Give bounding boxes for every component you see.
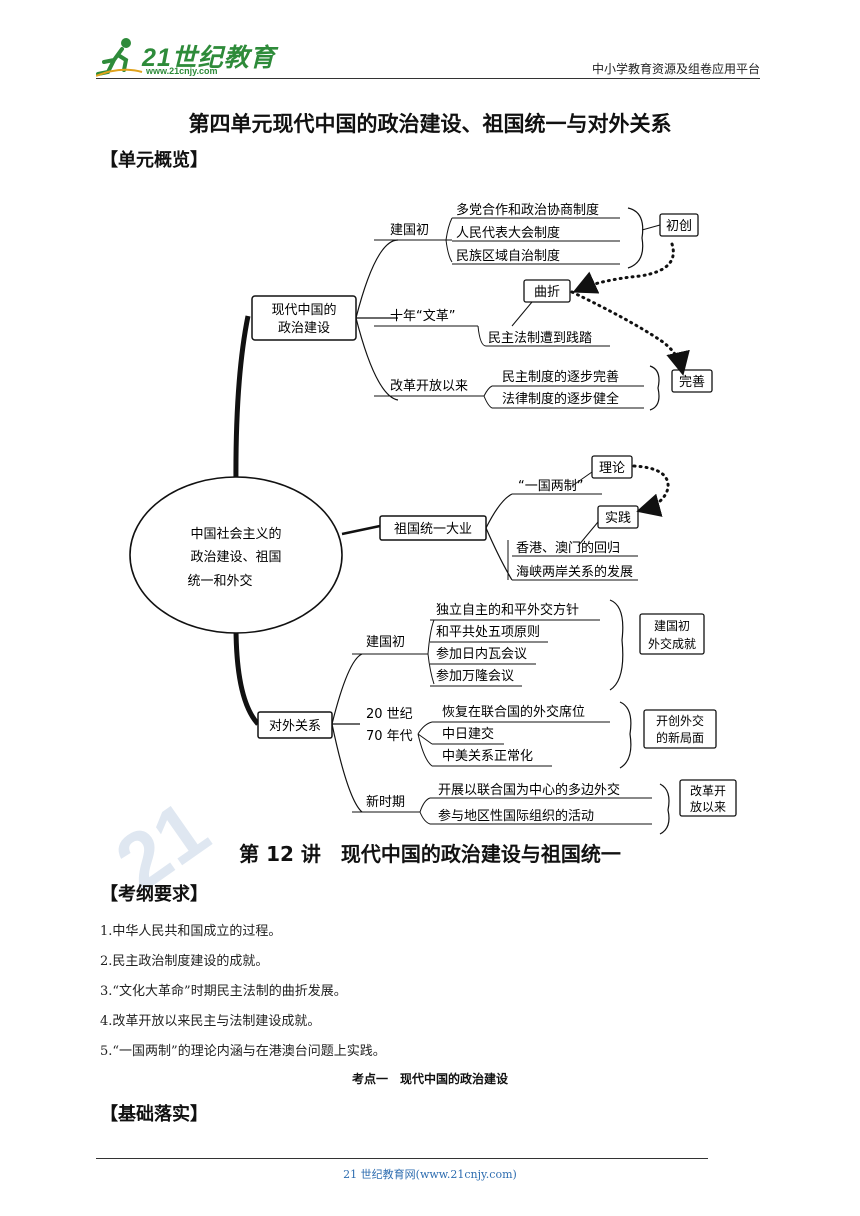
foreign-early-item-3: 参加日内瓦会议 [436, 646, 527, 662]
tag-reform-era [679, 779, 737, 817]
tag-new-situation [643, 709, 717, 749]
foreign-seventies-item-1: 恢复在联合国的外交席位 [442, 704, 585, 720]
foreign-new-label: 新时期 [366, 794, 405, 810]
tag-early-diplomacy [639, 613, 705, 655]
foreign-early-item-4: 参加万隆会议 [436, 668, 514, 684]
overview-heading: 【单元概览】 [100, 150, 208, 171]
politics-reform-label: 改革开放以来 [390, 379, 468, 394]
tag-reform-era-line-2: 放以来 [690, 799, 726, 814]
politics-early-item-3: 民族区域自治制度 [456, 248, 560, 264]
politics-early-label: 建国初 [390, 223, 429, 238]
tag-shijian-text: 实践 [605, 511, 631, 526]
tag-quzhe-text: 曲折 [534, 285, 560, 300]
tag-early-diplomacy-line-1: 建国初 [654, 619, 690, 633]
tag-reform-era-line-1: 改革开 [690, 784, 726, 798]
foreign-seventies-item-3: 中美关系正常化 [442, 749, 533, 764]
requirement-item: 3.“文化大革命”时期民主法制的曲折发展。 [100, 984, 347, 999]
requirement-item: 5.“一国两制”的理论内涵与在港澳台问题上实践。 [100, 1044, 386, 1059]
politics-reform-item-1: 民主制度的逐步完善 [502, 369, 619, 385]
politics-reform-item-2: 法律制度的逐步健全 [502, 391, 619, 407]
tag-lilun-text: 理论 [599, 461, 625, 476]
politics-node-line-1: 现代中国的 [271, 302, 336, 318]
requirement-item: 1.中华人民共和国成立的过程。 [100, 924, 282, 939]
center-line-1: 中国社会主义的 [190, 526, 281, 542]
reunification-policy: “一国两制” [518, 479, 583, 494]
footer-divider [96, 1158, 708, 1159]
site-logo[interactable]: 21世纪教育 www.21cnjy.com [96, 36, 275, 78]
foreign-seventies-item-2: 中日建交 [442, 726, 494, 742]
center-line-2: 政治建设、祖国 [190, 550, 281, 565]
tag-early-diplomacy-line-2: 外交成就 [648, 636, 696, 651]
tag-chuchuang-text: 初创 [666, 219, 692, 234]
politics-early-item-2: 人民代表大会制度 [456, 225, 560, 241]
tag-new-situation-line-1: 开创外交 [656, 713, 704, 728]
tag-new-situation-line-2: 的新局面 [656, 730, 704, 745]
runner-logo-icon [96, 38, 143, 77]
foreign-node-text: 对外关系 [269, 719, 321, 734]
lecture-title: 第 12 讲 现代中国的政治建设与祖国统一 [239, 842, 621, 866]
politics-early-item-1: 多党合作和政治协商制度 [456, 202, 599, 218]
center-node [129, 476, 343, 634]
tag-wanshan-text: 完善 [679, 374, 705, 390]
requirement-item: 4.改革开放以来民主与法制建设成就。 [100, 1014, 321, 1029]
foreign-seventies-label-1: 20 世纪 [366, 707, 413, 722]
foreign-early-label: 建国初 [366, 635, 405, 650]
foreign-new-item-1: 开展以联合国为中心的多边外交 [438, 782, 620, 798]
unit-title: 第四单元现代中国的政治建设、祖国统一与对外关系 [188, 112, 672, 136]
tag-lilun [591, 455, 633, 479]
reunification-item-1: 香港、澳门的回归 [516, 540, 620, 556]
politics-culture-label: 十年“文革” [390, 309, 455, 324]
logo-text: 21世纪教育 [142, 44, 276, 72]
tag-shijian [597, 505, 639, 529]
unit-mindmap: 中国社会主义的 政治建设、祖国 统一和外交 现代中国的 政治建设 建国初 多党合… [129, 202, 737, 835]
exam-point-title: 考点一 现代中国的政治建设 [351, 1072, 508, 1086]
reunification-node-text: 祖国统一大业 [394, 522, 472, 537]
footer-link[interactable]: 21 世纪教育网(www.21cnjy.com) [343, 1168, 517, 1181]
foreign-early-item-2: 和平共处五项原则 [436, 625, 540, 640]
reunification-item-2: 海峡两岸关系的发展 [516, 564, 633, 580]
header-divider [96, 78, 760, 79]
foreign-new-item-2: 参与地区性国际组织的活动 [438, 808, 594, 824]
requirements-heading: 【考纲要求】 [100, 884, 208, 905]
logo-url: www.21cnjy.com [146, 66, 218, 76]
politics-culture-item: 民主法制遭到践踏 [488, 331, 592, 346]
politics-node-line-2: 政治建设 [278, 321, 330, 336]
center-line-3: 统一和外交 [187, 573, 252, 589]
basics-heading: 【基础落实】 [100, 1104, 208, 1125]
foreign-seventies-label-2: 70 年代 [366, 729, 413, 744]
requirement-item: 2.民主政治制度建设的成就。 [100, 954, 269, 969]
foreign-early-item-1: 独立自主的和平外交方针 [436, 602, 579, 618]
tag-quzhe [523, 279, 571, 303]
platform-name: 中小学教育资源及组卷应用平台 [591, 62, 760, 76]
